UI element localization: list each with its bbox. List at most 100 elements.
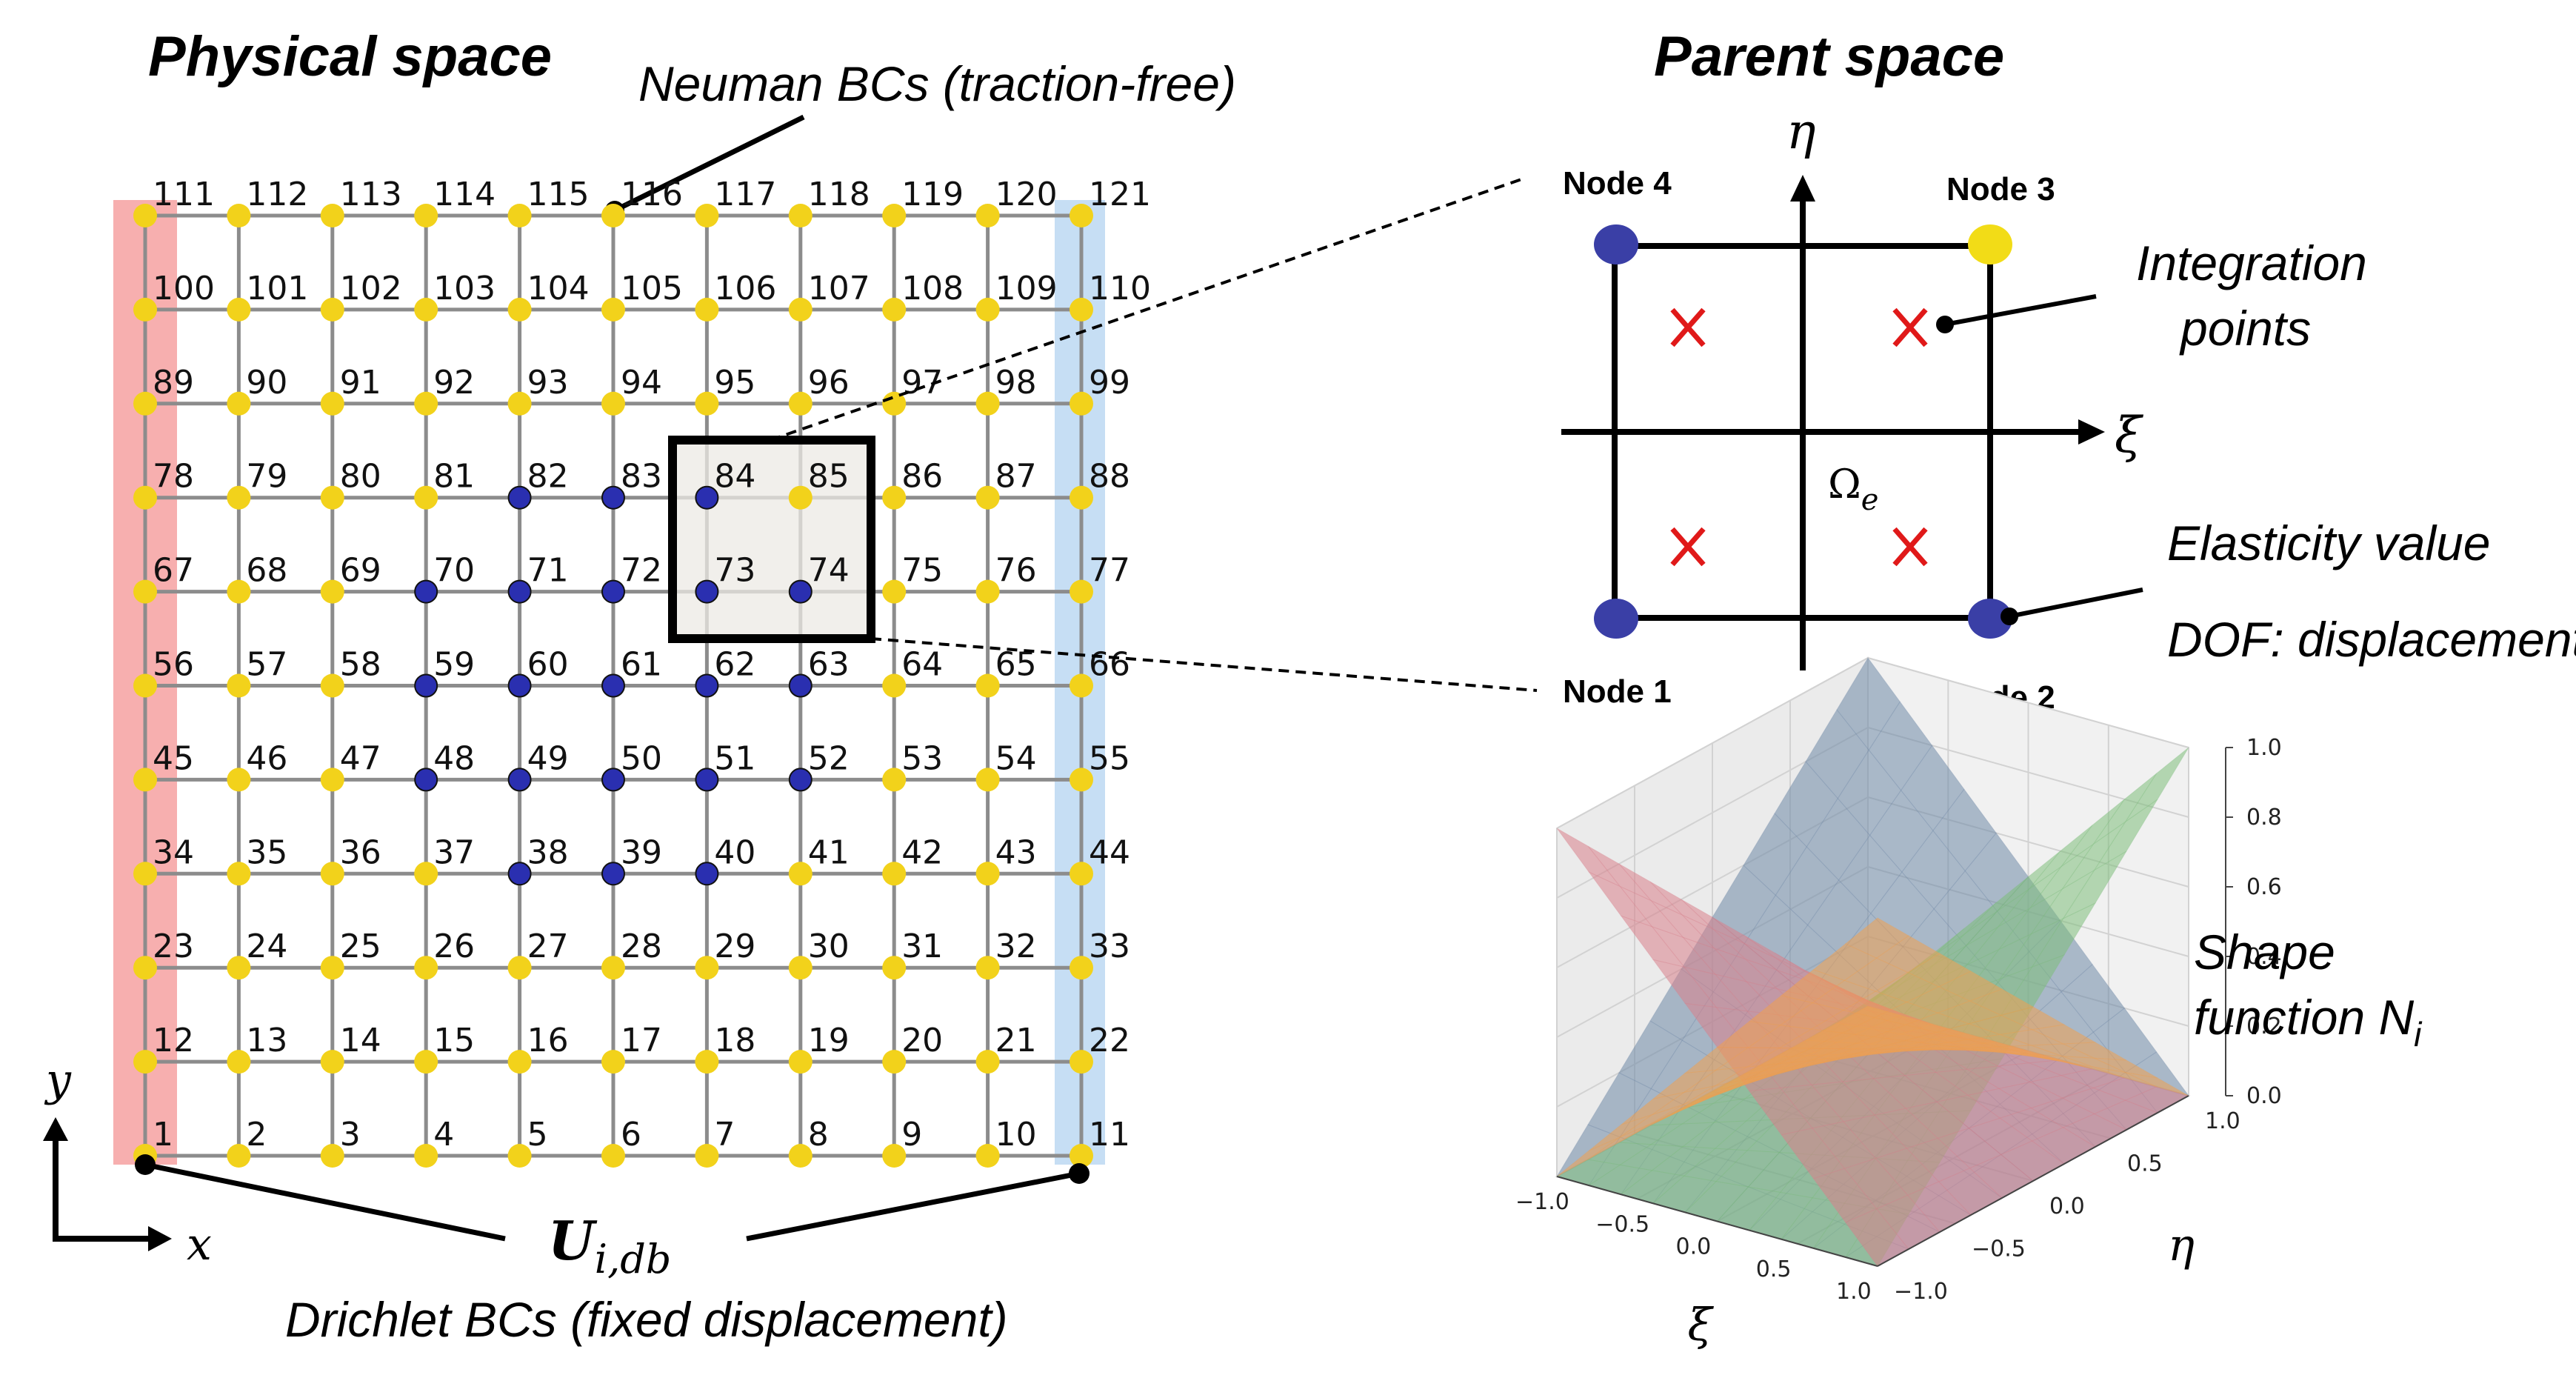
mesh-node (1070, 768, 1093, 792)
integration-leader-dot (1936, 316, 1954, 333)
z-tick-label: 0.4 (2246, 944, 2282, 970)
mesh-node (320, 391, 344, 416)
mesh-node-highlighted (507, 862, 532, 886)
node-number-label: 84 (714, 458, 755, 496)
node-number-label: 27 (527, 928, 569, 965)
z-tick-label: 0.2 (2246, 1013, 2282, 1039)
node-number-label: 55 (1089, 739, 1130, 777)
elasticity-label: Elasticity value (2167, 516, 2491, 570)
node-number-label: 96 (808, 364, 850, 402)
mesh-node (320, 862, 344, 886)
node-number-label: 70 (433, 552, 475, 590)
mesh-node (882, 956, 907, 980)
mesh-node (507, 1144, 532, 1168)
node-number-label: 19 (808, 1022, 850, 1059)
mesh-node (320, 297, 344, 322)
integration-point (1892, 307, 1928, 347)
node-number-label: 54 (995, 739, 1037, 777)
node-number-label: 115 (527, 176, 590, 213)
y-axis-arrowhead (43, 1117, 68, 1141)
mesh-node (227, 1050, 251, 1074)
mesh-node (882, 485, 907, 510)
eta-axis-label: η (1786, 103, 1816, 160)
mesh-node (788, 485, 812, 510)
mesh-node (133, 485, 157, 510)
node-number-label: 76 (995, 552, 1037, 590)
mesh-node (133, 579, 157, 604)
node-number-label: 107 (808, 270, 870, 307)
node-number-label: 44 (1089, 833, 1130, 871)
mesh-node (133, 1050, 157, 1074)
mesh-node (227, 204, 251, 227)
node-number-label: 75 (901, 552, 943, 590)
mesh-node (975, 956, 1000, 980)
mesh-node (1070, 862, 1093, 886)
node-number-label: 62 (714, 646, 755, 684)
mesh-node (227, 297, 251, 322)
node-number-label: 41 (808, 833, 850, 871)
node-number-label: 45 (153, 739, 194, 777)
omega-e-label: Ωe (1828, 461, 1878, 517)
xi-tick-label: 0.5 (1756, 1256, 1792, 1282)
mesh-node (320, 1050, 344, 1074)
mesh-node (882, 579, 907, 604)
mesh-node (882, 297, 907, 322)
node-number-label: 3 (340, 1116, 361, 1154)
integration-label-1: Integration (2136, 236, 2367, 290)
dof-label: DOF: displacement (2167, 612, 2576, 667)
node-number-label: 61 (621, 646, 662, 684)
node-number-label: 17 (621, 1022, 662, 1059)
mesh-node (882, 862, 907, 886)
node-number-label: 100 (153, 270, 215, 307)
mesh-node (788, 1144, 812, 1168)
node-number-label: 86 (901, 458, 943, 496)
elasticity-leader-dot (2001, 608, 2018, 625)
node-number-label: 64 (901, 646, 943, 684)
zoom-line-bottom (870, 637, 1538, 692)
parent-node-4 (1594, 224, 1638, 264)
node-number-label: 117 (714, 176, 776, 213)
mesh-node (507, 956, 532, 980)
node-number-label: 56 (153, 646, 194, 684)
mesh-node (133, 956, 157, 980)
xi-tick-label: −0.5 (1595, 1211, 1649, 1237)
mesh-node (414, 1144, 438, 1168)
y-axis-label: y (44, 1054, 72, 1106)
node-number-label: 60 (527, 646, 569, 684)
node-number-label: 38 (527, 833, 569, 871)
node-number-label: 83 (621, 458, 662, 496)
node-number-label: 46 (246, 739, 287, 777)
node-number-label: 1 (153, 1116, 173, 1154)
neumann-leader-line (613, 114, 805, 213)
mesh-node (1070, 391, 1093, 416)
node-number-label: 57 (246, 646, 287, 684)
mesh-node (320, 956, 344, 980)
dirichlet-bc-label: Drichlet BCs (fixed displacement) (285, 1292, 1008, 1347)
xi-tick-label: −1.0 (1515, 1189, 1569, 1215)
node-number-label: 50 (621, 739, 662, 777)
shape-surface-4 (1556, 917, 2189, 1177)
mesh-node (975, 1050, 1000, 1074)
node-number-label: 2 (246, 1116, 267, 1154)
node-number-label: 109 (995, 270, 1058, 307)
mesh-node (695, 956, 719, 980)
eta-axis-arrowhead (1790, 175, 1815, 202)
mesh-node (227, 579, 251, 604)
mesh-node (1070, 956, 1093, 980)
mesh-node (1070, 297, 1093, 322)
node-number-label: 42 (901, 833, 943, 871)
node-number-label: 31 (901, 928, 943, 965)
mesh-node (1070, 579, 1093, 604)
mesh-node-highlighted (414, 768, 438, 792)
eta-axis-edge (1877, 1095, 2189, 1267)
mesh-node (507, 391, 532, 416)
mesh-node-highlighted (788, 673, 812, 698)
integration-point (1670, 307, 1706, 347)
x-axis-arrowhead (148, 1226, 172, 1251)
xi-tick-label: 0.0 (1676, 1234, 1712, 1260)
node-number-label: 68 (246, 552, 287, 590)
mesh-node (320, 204, 344, 227)
node-number-label: 90 (246, 364, 287, 402)
node-number-label: 63 (808, 646, 850, 684)
node-number-label: 26 (433, 928, 475, 965)
